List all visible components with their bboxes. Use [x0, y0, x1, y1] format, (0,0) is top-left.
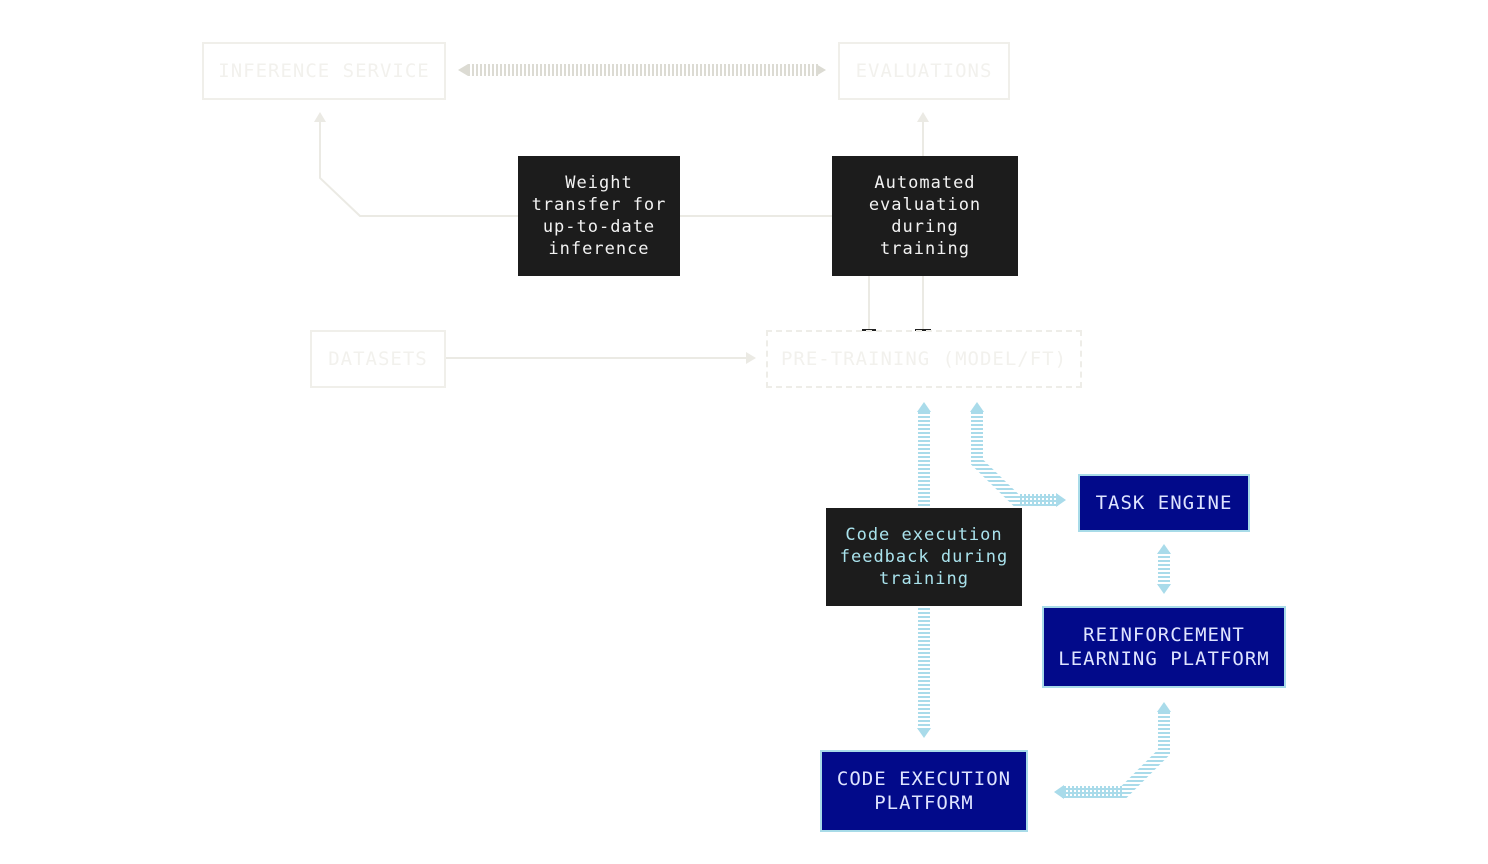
weight-transfer-label: Weight transfer for up-to-date inference	[518, 156, 680, 276]
inference-service-node: INFERENCE SERVICE	[202, 42, 446, 100]
task-rl-arrow	[1157, 544, 1171, 594]
task-engine-arrow	[970, 402, 1066, 507]
inference-evaluations-arrow	[458, 64, 826, 76]
evaluations-node: EVALUATIONS	[838, 42, 1010, 100]
code-execution-platform-node: CODE EXECUTION PLATFORM	[820, 750, 1028, 832]
pre-training-node: PRE-TRAINING (MODEL/FT)	[766, 330, 1082, 388]
datasets-node: DATASETS	[310, 330, 446, 388]
evaluations-arrowhead	[917, 112, 929, 122]
code-execution-feedback-label: Code execution feedback during training	[826, 508, 1022, 606]
automated-evaluation-label: Automated evaluation during training	[832, 156, 1018, 276]
rl-code-platform-arrow	[1054, 702, 1171, 799]
inference-arrowhead	[314, 112, 326, 122]
task-engine-node: TASK ENGINE	[1078, 474, 1250, 532]
reinforcement-learning-platform-node: REINFORCEMENT LEARNING PLATFORM	[1042, 606, 1286, 688]
pretraining-arrowhead	[746, 352, 756, 364]
